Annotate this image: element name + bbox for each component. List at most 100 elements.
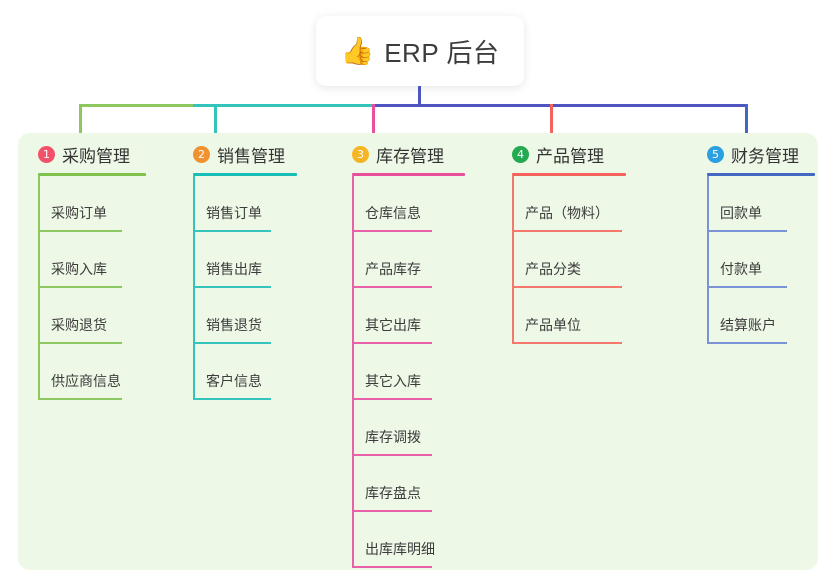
list-item-rule [707,286,787,288]
list-item-rule [512,286,622,288]
list-item-label: 仓库信息 [365,205,421,221]
column-items-3: 仓库信息产品库存其它出库其它入库库存调拨库存盘点出库库明细 [332,176,465,568]
column-rule-5 [707,173,815,176]
drop-product [550,104,553,155]
list-item[interactable]: 产品单位 [492,288,626,344]
list-item[interactable]: 采购退货 [18,288,146,344]
list-item-rule [38,398,122,400]
list-item-rule [512,342,622,344]
list-item[interactable]: 产品库存 [332,232,465,288]
list-item-label: 其它入库 [365,373,421,389]
list-item[interactable]: 采购入库 [18,232,146,288]
column-title-5: 财务管理 [731,146,799,166]
column-1: 1 采购管理采购订单采购入库采购退货供应商信息 [18,141,146,400]
column-header-1[interactable]: 1 采购管理 [18,141,146,167]
list-item-label: 产品单位 [525,317,581,333]
list-item-rule [352,286,432,288]
list-item-rule [512,230,622,232]
column-rule-3 [352,173,465,176]
column-header-3[interactable]: 3 库存管理 [332,141,465,167]
list-item-label: 库存盘点 [365,485,421,501]
bus-segment-purchasing [79,104,193,107]
list-item[interactable]: 仓库信息 [332,176,465,232]
column-badge-3: 3 [352,145,369,163]
drop-finance [745,104,748,155]
column-rule-4 [512,173,626,176]
list-item-rule [352,454,432,456]
list-item[interactable]: 采购订单 [18,176,146,232]
column-4: 4 产品管理产品（物料） 产品分类产品单位 [492,141,626,344]
column-rule-1 [38,173,146,176]
list-item[interactable]: 其它出库 [332,288,465,344]
column-spine-1 [38,176,40,400]
list-item-rule [38,286,122,288]
drop-purchasing [79,104,82,155]
list-item[interactable]: 出库库明细 [332,512,465,568]
column-badge-1: 1 [38,145,55,163]
list-item[interactable]: 供应商信息 [18,344,146,400]
list-item-rule [707,230,787,232]
drop-inventory [372,104,375,155]
thumbs-up-icon: 👍 [340,35,375,66]
column-2: 2 销售管理销售订单销售出库销售退货客户信息 [173,141,297,400]
column-spine-2 [193,176,195,400]
list-item-rule [193,342,271,344]
list-item[interactable]: 付款单 [687,232,815,288]
list-item[interactable]: 产品（物料） [492,176,626,232]
list-item[interactable]: 结算账户 [687,288,815,344]
list-item[interactable]: 销售订单 [173,176,297,232]
list-item-label: 其它出库 [365,317,421,333]
list-item-label: 供应商信息 [51,373,121,389]
root-title-card[interactable]: 👍 ERP 后台 [316,16,524,86]
list-item-label: 产品分类 [525,261,581,277]
list-item-rule [193,398,271,400]
list-item-label: 采购订单 [51,205,107,221]
list-item-rule [38,230,122,232]
column-items-5: 回款单付款单结算账户 [687,176,815,344]
column-header-4[interactable]: 4 产品管理 [492,141,626,167]
column-badge-4: 4 [512,145,529,163]
list-item[interactable]: 库存盘点 [332,456,465,512]
list-item[interactable]: 其它入库 [332,344,465,400]
column-title-2: 销售管理 [217,146,285,166]
list-item-label: 销售订单 [206,205,262,221]
column-items-2: 销售订单销售出库销售退货客户信息 [173,176,297,400]
column-spine-4 [512,176,514,344]
column-spine-5 [707,176,709,344]
column-spine-3 [352,176,354,568]
list-item-label: 回款单 [720,205,762,221]
bus-segment-sales [193,104,372,107]
column-items-1: 采购订单采购入库采购退货供应商信息 [18,176,146,400]
bus-segment-right [372,104,746,107]
list-item-label: 结算账户 [720,317,776,333]
list-item-rule [193,230,271,232]
page-title: ERP 后台 [384,37,500,68]
list-item-label: 销售出库 [206,261,262,277]
list-item[interactable]: 回款单 [687,176,815,232]
column-title-1: 采购管理 [62,146,130,166]
root-stem [418,86,421,107]
column-title-3: 库存管理 [376,146,444,166]
drop-sales [214,104,217,155]
list-item-rule [352,342,432,344]
list-item-rule [352,230,432,232]
list-item[interactable]: 库存调拨 [332,400,465,456]
list-item-rule [38,342,122,344]
list-item[interactable]: 销售出库 [173,232,297,288]
column-rule-2 [193,173,297,176]
list-item-label: 采购入库 [51,261,107,277]
list-item-label: 库存调拨 [365,429,421,445]
column-header-2[interactable]: 2 销售管理 [173,141,297,167]
list-item[interactable]: 客户信息 [173,344,297,400]
list-item-label: 出库库明细 [365,541,435,557]
list-item-rule [707,342,787,344]
list-item[interactable]: 产品分类 [492,232,626,288]
column-badge-2: 2 [193,145,210,163]
list-item-rule [193,286,271,288]
list-item-rule [352,510,432,512]
list-item[interactable]: 销售退货 [173,288,297,344]
column-title-4: 产品管理 [536,146,604,166]
